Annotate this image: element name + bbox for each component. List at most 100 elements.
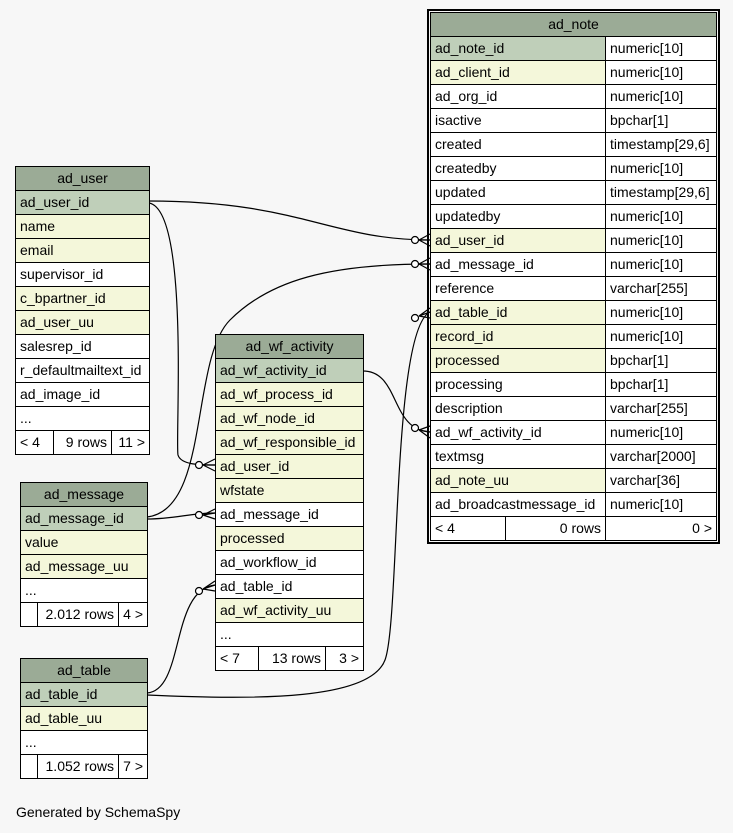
- column-name: processed: [215, 526, 364, 551]
- column-type: bpchar[1]: [604, 372, 718, 397]
- column-name: ...: [19, 578, 149, 603]
- column-name: ad_table_id: [215, 574, 364, 599]
- column-name: ...: [215, 622, 364, 647]
- column-name: ad_note_id: [430, 36, 606, 61]
- edge-wf-to-note: [362, 370, 431, 433]
- edge-user-to-wf: [148, 202, 216, 466]
- column-name: ad_wf_process_id: [215, 382, 364, 407]
- table-header-row: ad_user: [14, 166, 151, 191]
- column-row: ad_wf_process_id: [215, 382, 364, 407]
- column-name: r_defaultmailtext_id: [14, 358, 151, 383]
- column-type: numeric[10]: [604, 324, 718, 349]
- column-name: ad_user_id: [430, 228, 606, 253]
- column-type: numeric[10]: [604, 420, 718, 445]
- column-type: bpchar[1]: [604, 108, 718, 133]
- crowfoot-circle-icon: [410, 313, 420, 323]
- column-row: wfstate: [215, 478, 364, 503]
- column-name: record_id: [430, 324, 606, 349]
- column-row: ...: [20, 730, 148, 755]
- column-name: created: [430, 132, 606, 157]
- table-name: ad_table: [20, 658, 148, 683]
- column-row: salesrep_id: [14, 334, 151, 359]
- column-row: ad_message_id: [215, 502, 364, 527]
- row-count: 2.012 rows: [37, 602, 119, 627]
- child-count: 11 >: [110, 430, 151, 455]
- column-row: ad_table_uu: [20, 706, 148, 731]
- column-row: r_defaultmailtext_id: [14, 358, 151, 383]
- table-header-row: ad_note: [429, 12, 718, 37]
- edge-table-to-wf: [146, 584, 216, 694]
- column-name: updatedby: [430, 204, 606, 229]
- column-type: numeric[10]: [604, 252, 718, 277]
- column-row: ad_user_uu: [14, 310, 151, 335]
- row-count: 1.052 rows: [37, 754, 119, 779]
- column-name: textmsg: [430, 444, 606, 469]
- table-header-row: ad_table: [20, 658, 148, 683]
- crowfoot-icon: [418, 257, 431, 271]
- column-row: ad_workflow_id: [215, 550, 364, 575]
- column-row: ad_message_uu: [19, 554, 149, 579]
- column-name: ad_message_id: [215, 502, 364, 527]
- column-row: ...: [14, 406, 151, 431]
- parent-count: [20, 602, 38, 627]
- column-type: numeric[10]: [604, 204, 718, 229]
- column-name: ad_image_id: [14, 382, 151, 407]
- column-type: numeric[10]: [604, 228, 718, 253]
- column-name: updated: [430, 180, 606, 205]
- column-name: description: [430, 396, 606, 421]
- column-name: ad_org_id: [430, 84, 606, 109]
- column-name: salesrep_id: [14, 334, 151, 359]
- column-type: numeric[10]: [604, 156, 718, 181]
- column-row: ad_wf_activity_uu: [215, 598, 364, 623]
- parent-count: < 4: [15, 430, 54, 455]
- column-name: ad_table_uu: [20, 706, 148, 731]
- column-type: numeric[10]: [604, 492, 718, 517]
- table-header-row: ad_message: [19, 482, 149, 507]
- generated-by-footer: Generated by SchemaSpy: [16, 804, 181, 820]
- column-row: email: [14, 238, 151, 263]
- column-type: timestamp[29,6]: [604, 132, 718, 157]
- column-row: ad_wf_node_id: [215, 406, 364, 431]
- column-row: ad_wf_responsible_id: [215, 430, 364, 455]
- column-type: varchar[255]: [604, 276, 718, 301]
- parent-count: < 7: [215, 646, 259, 671]
- column-name: ad_broadcastmessage_id: [430, 492, 606, 517]
- column-type: numeric[10]: [604, 300, 718, 325]
- edge-user-to-note: [148, 200, 431, 241]
- column-row: c_bpartner_id: [14, 286, 151, 311]
- column-name: ad_message_id: [19, 506, 149, 531]
- column-row: ad_message_id: [19, 506, 149, 531]
- column-name: createdby: [430, 156, 606, 181]
- child-count: 7 >: [118, 754, 148, 779]
- column-type: varchar[2000]: [604, 444, 718, 469]
- column-row: supervisor_id: [14, 262, 151, 287]
- column-name: reference: [430, 276, 606, 301]
- column-name: ad_message_id: [430, 252, 606, 277]
- column-row: ...: [19, 578, 149, 603]
- crowfoot-icon: [202, 458, 216, 472]
- column-row: ad_user_id: [14, 190, 151, 215]
- column-row: ad_user_id: [215, 454, 364, 479]
- column-row: ad_image_id: [14, 382, 151, 407]
- crowfoot-icon: [202, 580, 216, 592]
- column-type: bpchar[1]: [604, 348, 718, 373]
- column-name: ad_workflow_id: [215, 550, 364, 575]
- child-count: 3 >: [325, 646, 364, 671]
- column-name: ...: [20, 730, 148, 755]
- table-header-row: ad_wf_activity: [215, 334, 364, 359]
- column-name: ad_wf_activity_id: [215, 358, 364, 383]
- column-type: numeric[10]: [604, 36, 718, 61]
